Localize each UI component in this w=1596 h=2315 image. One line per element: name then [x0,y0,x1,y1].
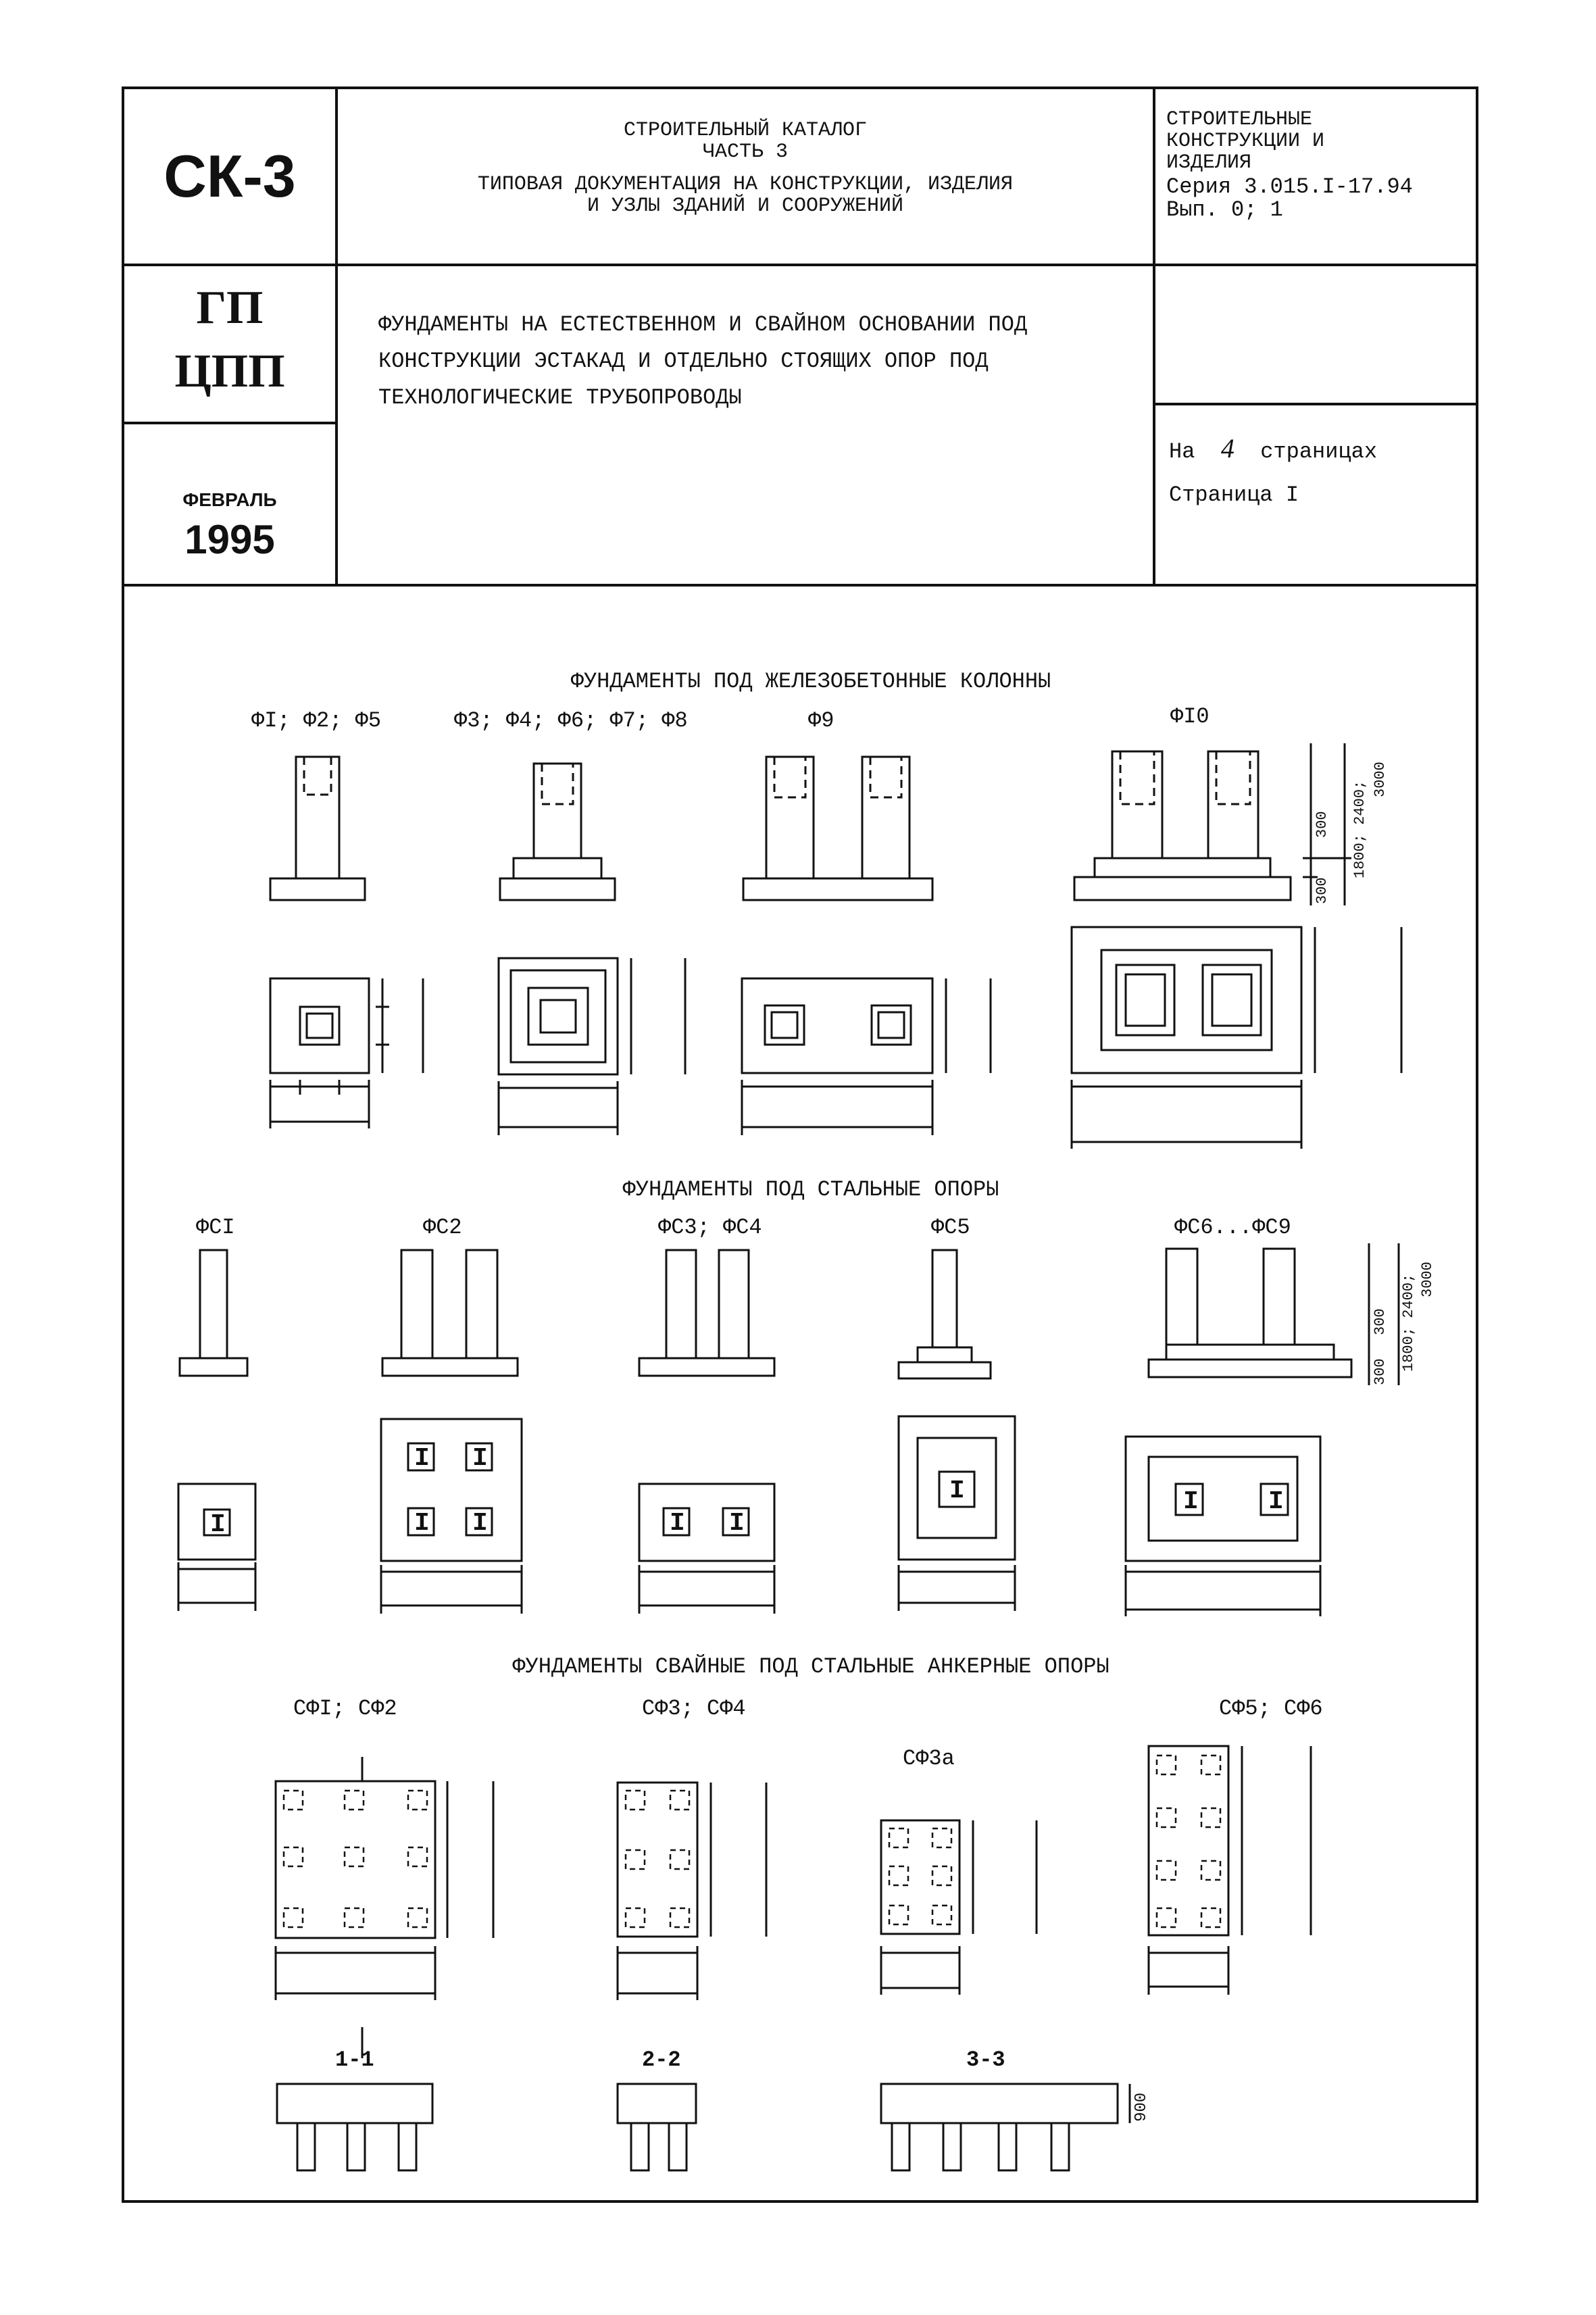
svg-text:I: I [949,1476,965,1505]
stamp-divider-v1 [335,86,338,587]
heading-rc-columns: ФУНДАМЕНТЫ ПОД ЖЕЛЕЗОБЕТОННЫЕ КОЛОННЫ [570,669,1051,694]
svg-text:I: I [1268,1487,1284,1516]
section-label-1-1: 1-1 [335,2047,374,2072]
page-count-prefix: На [1169,439,1195,464]
series-line2: КОНСТРУКЦИИ И [1166,130,1325,153]
label-sf1: СФI; СФ2 [293,1696,397,1721]
dim-rc-height: 1800; 2400; [1351,780,1368,878]
series-number: Серия 3.015.I-17.94 [1166,174,1413,199]
svg-text:I: I [1183,1487,1199,1516]
dim-steel-300: 300 [1372,1308,1389,1335]
section-label-3-3: 3-3 [966,2047,1005,2072]
label-fs5: ФС5 [931,1215,970,1240]
svg-text:I: I [210,1510,226,1539]
stamp-divider-v2 [1153,86,1155,587]
svg-text:I: I [729,1509,745,1538]
label-fs3: ФС3; ФС4 [658,1215,762,1240]
elev-f3 [499,762,616,901]
dim-steel-3000: 3000 [1419,1262,1436,1297]
drawing-sheet [122,86,1478,2203]
section-label-2-2: 2-2 [642,2047,681,2072]
label-fs2: ФС2 [423,1215,462,1240]
org-line2: ЦПП [174,345,285,397]
heading-pile-foundations: ФУНДАМЕНТЫ СВАЙНЫЕ ПОД СТАЛЬНЫЕ АНКЕРНЫЕ… [512,1654,1109,1679]
plan-f10 [1070,926,1403,1149]
section-3-3 [880,2083,1131,2172]
plan-fs1 [177,1483,257,1611]
issue-month: ФЕВРАЛЬ [182,489,277,510]
label-f1: ФI; Ф2; Ф5 [251,708,382,733]
stamp-divider-h1 [122,264,1478,266]
plan-sf3 [616,1781,768,2000]
catalog-line1: СТРОИТЕЛЬНЫЙ КАТАЛОГ [623,119,868,142]
plan-sf1 [274,1757,495,2058]
page-count-suffix: страницах [1260,439,1378,464]
label-fs1: ФСI [196,1215,235,1240]
page-count: На 4 страницах [1169,432,1377,464]
plan-sf3a [880,1819,1038,1995]
svg-text:I: I [670,1509,685,1538]
svg-text:I: I [414,1444,430,1473]
label-f10: ФI0 [1170,704,1210,729]
dim-rc-base: 300 [1314,877,1330,904]
plan-fs3 [638,1483,776,1614]
elev-fs6 [1147,1243,1400,1385]
label-sf5: СФ5; СФ6 [1219,1696,1323,1721]
plan-fs2 [380,1418,523,1614]
issue-year: 1995 [184,517,275,562]
stamp-divider-h4 [122,584,1478,587]
doc-title-line3: ТЕХНОЛОГИЧЕСКИЕ ТРУБОПРОВОДЫ [378,385,742,410]
label-f9: Ф9 [808,708,834,733]
elev-f9 [742,755,934,901]
dim-rc-300: 300 [1314,811,1330,838]
series-line1: СТРОИТЕЛЬНЫЕ [1166,108,1313,131]
plan-f9 [741,977,992,1135]
plan-f1 [269,977,424,1128]
plan-f3 [497,957,687,1135]
stamp-divider-h3 [1153,403,1478,405]
dim-steel-base: 300 [1372,1358,1389,1385]
plan-fs6 [1124,1435,1322,1616]
svg-text:I: I [472,1509,488,1538]
dim-rc-3000: 3000 [1372,762,1389,797]
label-fs6: ФС6...ФС9 [1174,1215,1291,1240]
heading-steel-supports: ФУНДАМЕНТЫ ПОД СТАЛЬНЫЕ ОПОРЫ [622,1177,999,1202]
label-sf3: СФ3; СФ4 [642,1696,746,1721]
page-count-total: 4 [1220,433,1235,464]
doc-title-line2: КОНСТРУКЦИИ ЭСТАКАД И ОТДЕЛЬНО СТОЯЩИХ О… [378,349,989,374]
elev-f10 [1073,743,1351,905]
dim-pile-900: 900 [1132,2092,1151,2122]
elev-fs3 [638,1249,776,1377]
org-line1: ГП [196,282,264,334]
svg-text:I: I [472,1444,488,1473]
section-1-1 [276,2083,434,2172]
elev-fs1 [178,1249,249,1377]
doc-title-line1: ФУНДАМЕНТЫ НА ЕСТЕСТВЕННОМ И СВАЙНОМ ОСН… [378,312,1028,337]
label-f3: Ф3; Ф4; Ф6; Ф7; Ф8 [454,708,688,733]
current-page-number: I [1285,482,1299,507]
section-2-2 [616,2083,697,2172]
catalog-code: СК-3 [164,143,296,209]
plan-sf5 [1147,1745,1312,1995]
elev-fs5 [897,1249,992,1380]
catalog-line4: И УЗЛЫ ЗДАНИЙ И СООРУЖЕНИЙ [587,195,904,218]
elev-fs2 [381,1249,519,1377]
current-page: Страница I [1169,482,1299,507]
dim-steel-height: 1800; 2400; [1400,1273,1417,1372]
catalog-line2: ЧАСТЬ 3 [702,141,789,164]
catalog-line3: ТИПОВАЯ ДОКУМЕНТАЦИЯ НА КОНСТРУКЦИИ, ИЗД… [477,173,1014,196]
plan-fs5 [897,1415,1016,1611]
stamp-divider-h2 [122,422,336,424]
elev-f1 [269,755,366,901]
series-line3: ИЗДЕЛИЯ [1166,151,1252,174]
svg-text:I: I [414,1509,430,1538]
current-page-label: Страница [1169,482,1273,507]
label-sf3a: СФ3а [903,1746,955,1771]
series-issue: Вып. 0; 1 [1166,197,1283,222]
